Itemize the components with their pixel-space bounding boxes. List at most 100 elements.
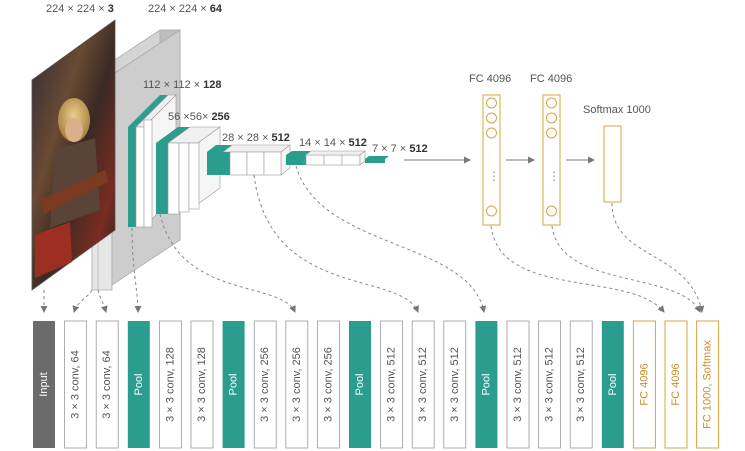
fc1-dots: ⋮ xyxy=(488,169,500,183)
block2-dims-label: 112 × 112 × 128 xyxy=(143,79,222,91)
layer-pool-box: Pool xyxy=(601,321,624,448)
layer-label: 3 × 3 conv, 256 xyxy=(259,347,271,422)
layer-box-shape xyxy=(127,321,150,448)
connector-fc1 xyxy=(490,225,665,313)
layer-fc-box: FC 4096 xyxy=(664,320,688,449)
layer-conv-box: 3 × 3 conv, 512 xyxy=(569,320,593,449)
connector-block4 xyxy=(253,174,419,313)
layer-conv-box: 3 × 3 conv, 256 xyxy=(316,320,340,449)
layer-box-shape xyxy=(601,321,624,448)
layer-box-shape xyxy=(285,320,309,449)
layer-box-shape xyxy=(443,320,467,449)
layer-box-shape xyxy=(696,320,720,449)
layer-box-shape xyxy=(411,320,435,449)
fc2-neuron xyxy=(546,205,557,217)
layer-box-shape xyxy=(664,320,688,449)
layer-box-shape xyxy=(316,320,340,449)
block4-slab xyxy=(207,144,291,176)
layer-pool-box: Pool xyxy=(475,321,498,448)
layer-box-shape xyxy=(569,320,593,449)
layer-sequence: Input 3 × 3 conv, 64 3 × 3 conv, 64 Pool 3 ×… xyxy=(33,320,720,449)
layer-box-shape xyxy=(253,320,277,449)
fc2-title: FC 4096 xyxy=(530,73,572,85)
block3-slab xyxy=(156,126,221,215)
layer-label: 3 × 3 conv, 512 xyxy=(386,347,398,422)
connector-conv2 xyxy=(97,289,108,313)
layer-box-shape xyxy=(95,320,119,449)
layer-label: Input xyxy=(38,372,50,396)
layer-label: 3 × 3 conv, 512 xyxy=(575,347,587,422)
layer-pool-box: Pool xyxy=(349,321,371,448)
layer-pool-box: Pool xyxy=(127,321,150,448)
layer-label: 3 × 3 conv, 64 xyxy=(101,350,113,419)
fc2-neuron xyxy=(546,97,557,109)
layer-label: 3 × 3 conv, 512 xyxy=(449,347,461,422)
layer-conv-box: 3 × 3 conv, 128 xyxy=(158,320,182,449)
block1-dims-label: 224 × 224 × 64 xyxy=(148,3,223,15)
fc1-title: FC 4096 xyxy=(469,73,511,85)
layer-conv-box: 3 × 3 conv, 256 xyxy=(285,320,309,449)
layer-input-box: Input xyxy=(33,321,55,448)
layer-conv-box: 3 × 3 conv, 128 xyxy=(190,320,214,449)
layer-box-shape xyxy=(158,320,182,449)
layer-label: Pool xyxy=(607,373,619,395)
layer-conv-box: 3 × 3 conv, 512 xyxy=(443,320,467,449)
fc2-column xyxy=(542,94,561,226)
layer-label: 3 × 3 conv, 128 xyxy=(164,347,176,422)
layer-label: FC 4096 xyxy=(638,363,650,405)
layer-label: 3 × 3 conv, 512 xyxy=(512,347,524,422)
layer-label: 3 × 3 conv, 512 xyxy=(544,347,556,422)
layer-pool-box: Pool xyxy=(222,321,245,448)
connector-conv1 xyxy=(72,289,93,313)
layer-box-shape xyxy=(349,321,371,448)
block4-dims-label: 28 × 28 × 512 xyxy=(222,132,290,144)
block6-dims-label: 7 × 7 × 512 xyxy=(372,143,428,155)
layer-box-shape xyxy=(190,320,214,449)
layer-conv-box: 3 × 3 conv, 512 xyxy=(538,320,561,449)
layer-box-shape xyxy=(506,320,530,449)
layer-label: FC 1000, Softmax xyxy=(702,340,714,429)
layer-label: 3 × 3 conv, 256 xyxy=(322,347,334,422)
layer-conv-box: 3 × 3 conv, 512 xyxy=(506,320,530,449)
layer-box-shape xyxy=(475,321,498,448)
layer-label: Pool xyxy=(480,373,492,395)
softmax-title: Softmax 1000 xyxy=(583,104,651,116)
layer-fc-box: FC 1000, Softmax xyxy=(696,320,720,449)
fc1-neuron xyxy=(486,97,497,109)
block5-slab xyxy=(286,150,366,166)
block6-slab xyxy=(365,156,389,163)
fc1-column xyxy=(482,94,501,226)
block3-dims-label: 56 ×56× 256 xyxy=(168,111,230,123)
dashed-connectors xyxy=(40,165,705,313)
layer-box-shape xyxy=(33,321,55,448)
layer-conv-box: 3 × 3 conv, 512 xyxy=(411,320,435,449)
layer-conv-box: 3 × 3 conv, 256 xyxy=(253,320,277,449)
fc1-neuron xyxy=(486,127,497,139)
layer-label: FC 4096 xyxy=(670,363,682,405)
softmax-column xyxy=(603,125,622,203)
layer-label: 3 × 3 conv, 64 xyxy=(70,350,82,419)
layer-conv-box: 3 × 3 conv, 64 xyxy=(64,320,87,449)
feature-map-stack xyxy=(31,19,389,291)
connector-fc2 xyxy=(551,225,701,313)
layer-box-shape xyxy=(380,320,404,449)
connector-softmax xyxy=(611,202,705,313)
layer-box-shape xyxy=(632,320,656,449)
input-photo xyxy=(31,19,116,291)
block5-dims-label: 14 × 14 × 512 xyxy=(299,137,367,149)
fc2-neuron xyxy=(546,112,557,124)
layer-label: Pool xyxy=(133,373,145,395)
layer-label: 3 × 3 conv, 128 xyxy=(196,347,208,422)
layer-box-shape xyxy=(538,320,561,449)
layer-label: 3 × 3 conv, 512 xyxy=(417,347,429,422)
connector-pool1 xyxy=(131,227,142,313)
fc1-neuron xyxy=(486,112,497,124)
fc-layers-top: FC 4096 ⋮ FC 4096 ⋮ Softmax 1000 xyxy=(404,73,651,226)
fc1-neuron xyxy=(486,205,497,217)
connector-block5 xyxy=(295,165,487,313)
layer-box-shape xyxy=(222,321,245,448)
layer-label: Pool xyxy=(228,373,240,395)
input-dims-label: 224 × 224 × 3 xyxy=(46,3,114,15)
fc2-dots: ⋮ xyxy=(548,169,560,183)
